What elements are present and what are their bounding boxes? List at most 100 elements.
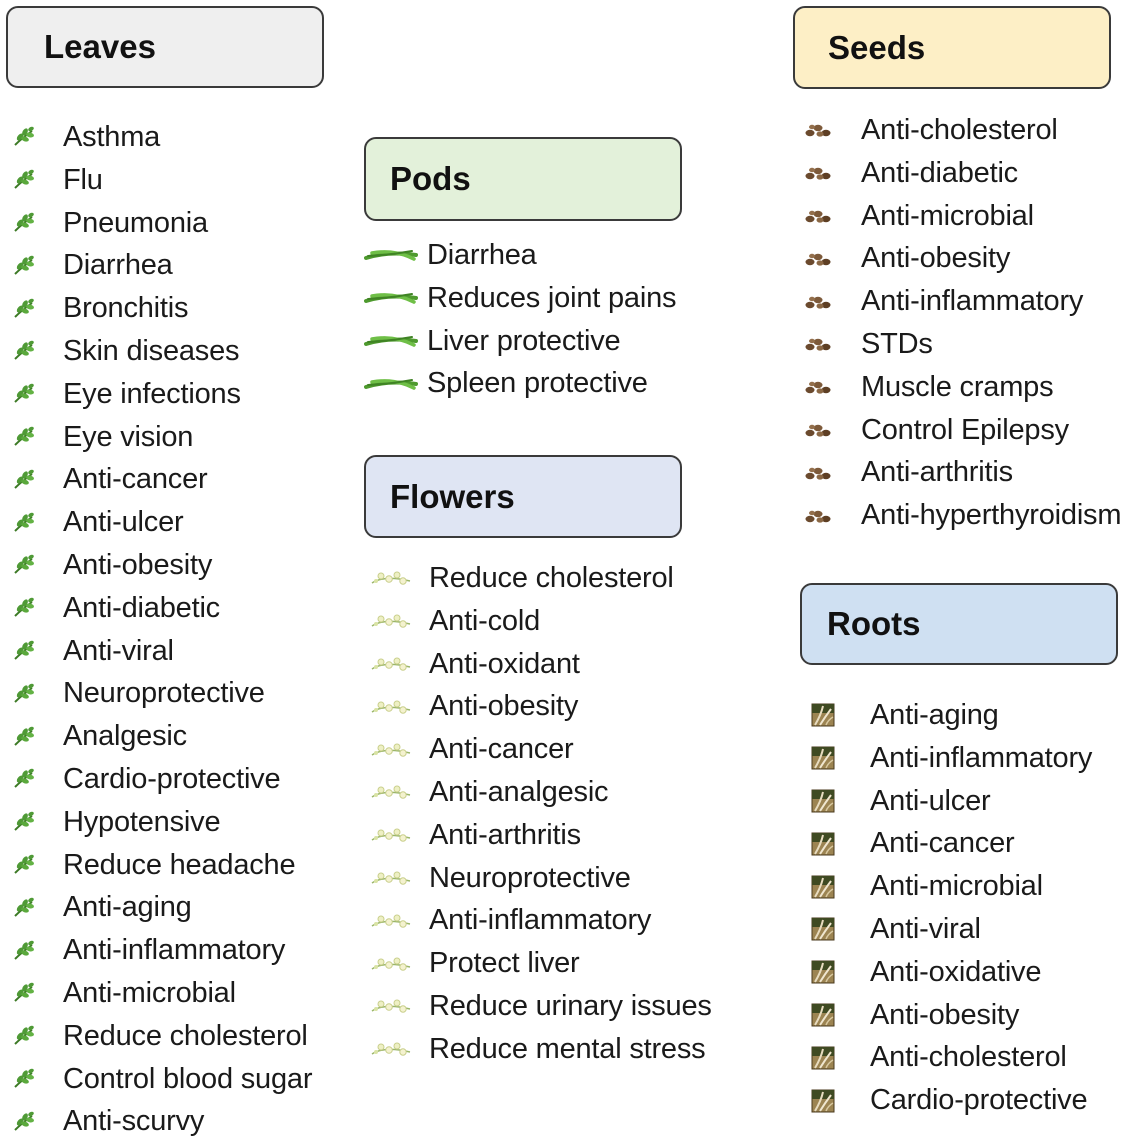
- leaves-item: Anti-cancer: [0, 458, 312, 501]
- pods-item-label: Reduces joint pains: [427, 281, 677, 314]
- leaf-icon: [12, 1111, 36, 1133]
- pods-item-label: Diarrhea: [427, 239, 537, 271]
- seeds-item: STDs: [0, 323, 1121, 366]
- seeds-item-label: Muscle cramps: [861, 370, 1054, 403]
- leaf-icon: [12, 1068, 36, 1090]
- leaf-icon: [12, 1025, 36, 1047]
- seeds-header: Seeds: [793, 6, 1111, 89]
- leaves-item: Flu: [0, 159, 312, 202]
- leaves-item-label: Cardio-protective: [63, 762, 281, 795]
- leaf-icon: [12, 383, 36, 405]
- flower-icon: [370, 655, 412, 673]
- seed-icon: [803, 335, 833, 353]
- leaves-item-label: Flu: [63, 163, 103, 196]
- roots-item: Anti-viral: [0, 908, 1092, 951]
- roots-item: Anti-obesity: [0, 994, 1092, 1037]
- roots-title: Roots: [827, 605, 921, 642]
- flower-icon: [370, 955, 412, 973]
- pods-item: Diarrhea: [0, 234, 676, 277]
- flower-icon: [370, 741, 412, 759]
- flowers-item-label: Protect liver: [429, 947, 580, 980]
- leaves-item-label: Skin diseases: [63, 334, 240, 367]
- leaves-item: Diarrhea: [0, 244, 312, 287]
- seeds-item: Anti-diabetic: [0, 152, 1121, 195]
- flowers-item-label: Neuroprotective: [429, 861, 631, 894]
- roots-item: Cardio-protective: [0, 1079, 1092, 1122]
- flowers-item: Reduce cholesterol: [0, 557, 712, 600]
- leaf-icon: [12, 212, 36, 234]
- leaf-icon: [12, 640, 36, 662]
- pod-icon: [364, 376, 418, 392]
- leaf-icon: [12, 126, 36, 148]
- leaves-item: Control blood sugar: [0, 1058, 313, 1101]
- leaf-icon: [12, 469, 36, 491]
- leaves-item: Anti-microbial: [0, 972, 312, 1015]
- flowers-item-label: Reduce urinary issues: [429, 989, 712, 1022]
- flowers-item-label: Anti-arthritis: [429, 818, 581, 851]
- leaves-item-label: Hypotensive: [63, 805, 221, 838]
- leaves-item-label: Diarrhea: [63, 249, 173, 282]
- leaves-item-label: Anti-scurvy: [63, 1105, 205, 1138]
- seed-icon: [803, 207, 833, 225]
- seeds-title: Seeds: [828, 28, 926, 66]
- leaves-item: Asthma: [0, 116, 312, 159]
- leaf-icon: [12, 597, 36, 619]
- seed-icon: [803, 121, 833, 139]
- seeds-item: Anti-microbial: [0, 195, 1121, 238]
- seeds-item: Control Epilepsy: [0, 409, 1121, 452]
- flower-icon: [370, 783, 412, 801]
- roots-item-label: Anti-ulcer: [870, 784, 991, 817]
- leaves-item-label: Anti-diabetic: [63, 591, 220, 624]
- seeds-item: Muscle cramps: [0, 366, 1121, 409]
- root-icon: [811, 917, 835, 941]
- leaves-item: Anti-viral: [0, 630, 312, 673]
- flowers-item-label: Anti-cold: [429, 604, 541, 637]
- pod-icon: [364, 247, 418, 263]
- seeds-item-label: Anti-arthritis: [861, 456, 1013, 489]
- seeds-item-label: Control Epilepsy: [861, 413, 1069, 446]
- flowers-item: Reduce mental stress: [0, 1028, 712, 1071]
- seeds-item-label: Anti-hyperthyroidism: [861, 499, 1122, 532]
- leaves-item-label: Asthma: [63, 121, 161, 153]
- roots-item-label: Anti-aging: [870, 699, 999, 731]
- leaf-icon: [12, 340, 36, 362]
- seeds-item-label: Anti-inflammatory: [861, 285, 1084, 318]
- leaves-header: Leaves: [6, 6, 324, 88]
- leaves-item-label: Analgesic: [63, 720, 187, 753]
- leaves-item-label: Anti-ulcer: [63, 506, 184, 539]
- flowers-item-label: Anti-analgesic: [429, 775, 609, 808]
- seed-icon: [803, 378, 833, 396]
- seeds-item: Anti-obesity: [0, 237, 1121, 280]
- pods-title: Pods: [390, 160, 471, 197]
- flowers-item-label: Anti-oxidant: [429, 647, 580, 680]
- leaves-item: Anti-scurvy: [0, 1100, 312, 1143]
- roots-header: Roots: [800, 583, 1118, 665]
- flowers-item: Anti-analgesic: [0, 771, 712, 814]
- flower-icon: [370, 569, 412, 587]
- pods-item: Liver protective: [0, 320, 676, 363]
- roots-item: Anti-microbial: [0, 865, 1092, 908]
- leaves-item-label: Reduce cholesterol: [63, 1019, 308, 1052]
- seed-icon: [803, 293, 833, 311]
- seeds-item: Anti-cholesterol: [0, 109, 1121, 152]
- leaves-item-label: Neuroprotective: [63, 677, 265, 710]
- leaves-item: Skin diseases: [0, 330, 312, 373]
- flowers-item-label: Anti-obesity: [429, 690, 579, 723]
- leaves-item-label: Pneumonia: [63, 206, 208, 239]
- root-icon: [811, 1046, 835, 1070]
- flowers-item: Anti-arthritis: [0, 814, 712, 857]
- flowers-item: Neuroprotective: [0, 857, 712, 900]
- roots-item: Anti-ulcer: [0, 780, 1092, 823]
- roots-item-label: Anti-cancer: [870, 827, 1015, 860]
- leaves-item-label: Anti-viral: [63, 634, 174, 667]
- seeds-item-label: Anti-cholesterol: [861, 114, 1058, 146]
- leaf-icon: [12, 298, 36, 320]
- leaves-item: Cardio-protective: [0, 758, 312, 801]
- seed-icon: [803, 464, 833, 482]
- flower-icon: [370, 1040, 412, 1058]
- leaves-item: Neuroprotective: [0, 672, 312, 715]
- pod-icon: [364, 333, 418, 349]
- root-icon: [811, 875, 835, 899]
